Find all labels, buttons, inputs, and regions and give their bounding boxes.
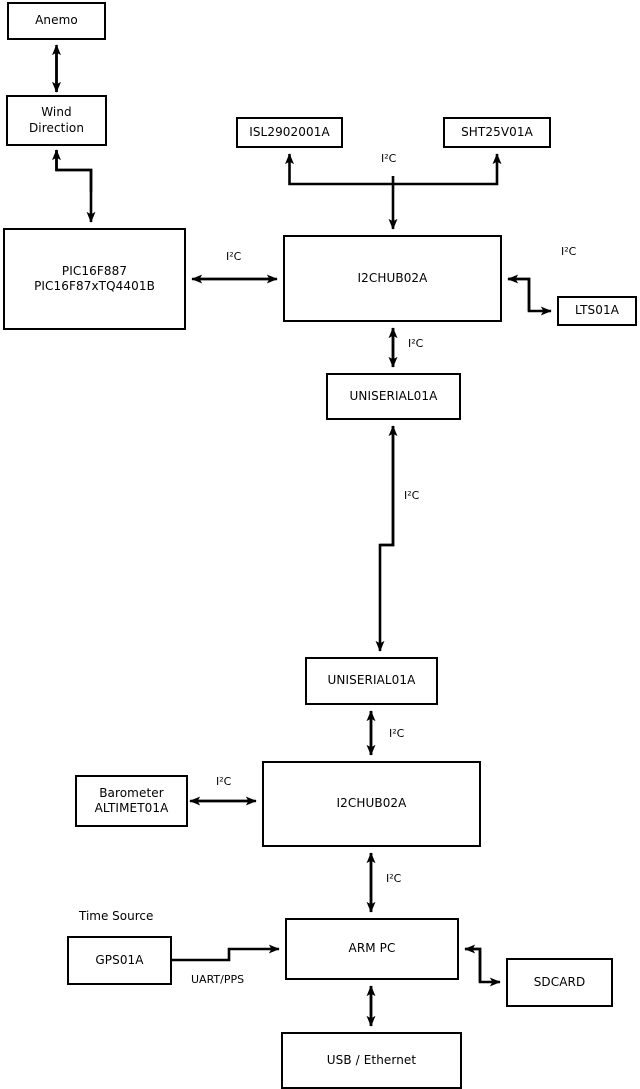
node-wind-direction[interactable]: Wind Direction	[6, 95, 107, 146]
edge-label-hub-top-sensors: I²C	[381, 152, 397, 165]
edge-label-gps-uart-pps: UART/PPS	[191, 973, 245, 986]
node-arm-pc[interactable]: ARM PC	[285, 918, 459, 980]
edge-label-pic-hub: I²C	[226, 250, 242, 263]
node-usb-ethernet[interactable]: USB / Ethernet	[281, 1032, 462, 1089]
node-sht25v01a[interactable]: SHT25V01A	[443, 117, 551, 148]
wire-gps-to-armpc	[172, 944, 280, 962]
node-anemo[interactable]: Anemo	[7, 2, 106, 40]
wire-hub-top-bus-sht	[393, 153, 502, 186]
wire-hub-top-to-lts	[508, 277, 552, 316]
node-barometer-altimet01a[interactable]: Barometer ALTIMET01A	[75, 775, 188, 827]
node-i2chub02a-bottom[interactable]: I2CHUB02A	[262, 761, 481, 847]
wire-pic-to-wind	[52, 149, 93, 192]
wire-uniserial-up-to-lo	[375, 426, 395, 652]
edge-label-hub-uniserial: I²C	[408, 337, 424, 350]
node-lts01a[interactable]: LTS01A	[557, 296, 637, 326]
node-sdcard[interactable]: SDCARD	[506, 958, 613, 1007]
node-uniserial01a-lower[interactable]: UNISERIAL01A	[305, 657, 438, 705]
edge-label-uniserial-link: I²C	[404, 489, 420, 502]
node-isl2902001a[interactable]: ISL2902001A	[236, 117, 343, 148]
edge-label-barometer-hub: I²C	[216, 775, 232, 788]
wire-lts-to-hub-top	[507, 274, 531, 311]
node-uniserial01a-upper[interactable]: UNISERIAL01A	[326, 373, 461, 420]
edge-label-uniserial-hub-bottom: I²C	[389, 727, 405, 740]
wire-uniserial-lo-to-up	[380, 425, 398, 547]
label-time-source: Time Source	[79, 909, 154, 923]
wire-sdcard-to-armpc	[464, 944, 482, 982]
edge-label-hub-armpc: I²C	[386, 872, 402, 885]
node-i2chub02a-top[interactable]: I2CHUB02A	[283, 235, 502, 322]
wire-wind-to-pic	[55, 150, 96, 223]
wire-armpc-to-sdcard	[465, 947, 501, 987]
node-pic-microcontroller[interactable]: PIC16F887 PIC16F87xTQ4401B	[3, 228, 186, 330]
edge-label-hub-lts: I²C	[561, 245, 577, 258]
node-gps01a[interactable]: GPS01A	[67, 936, 172, 985]
wire-hub-top-bus-isl	[285, 153, 393, 186]
